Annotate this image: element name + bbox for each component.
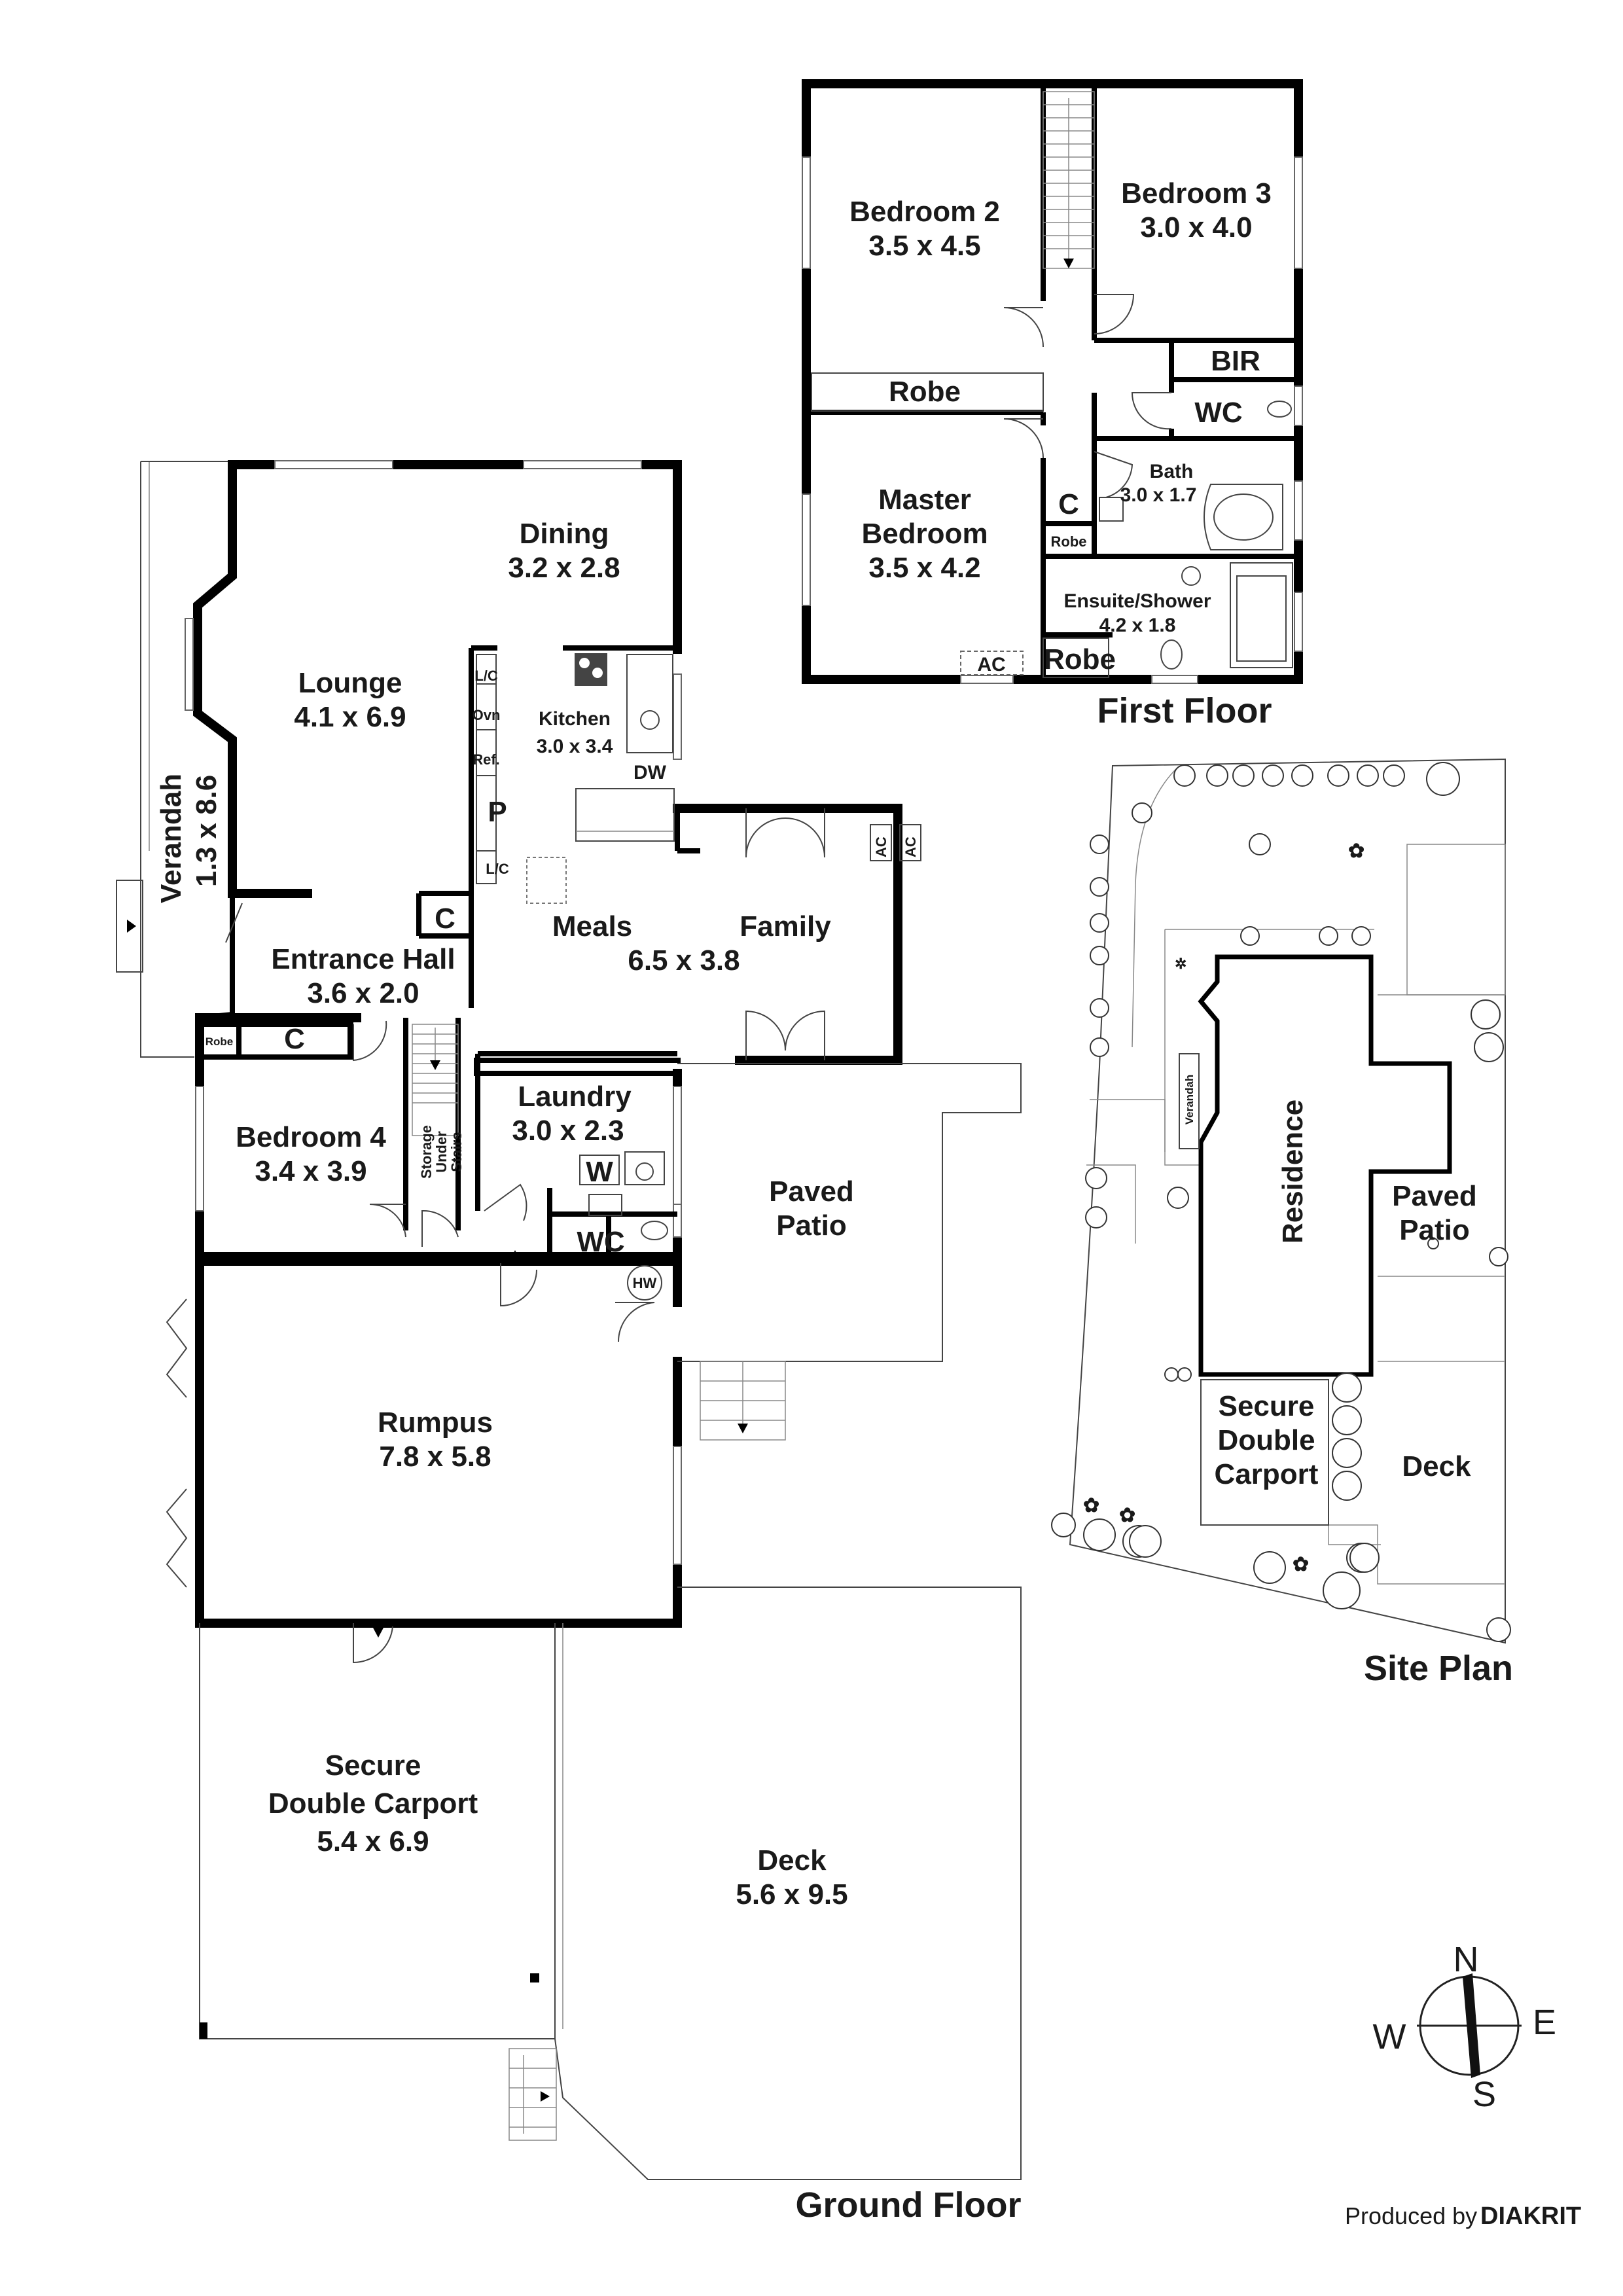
site-flower-icon: ✿	[1119, 1505, 1135, 1526]
credit-brand: DIAKRIT	[1480, 2202, 1581, 2230]
family-label: Family	[740, 910, 831, 942]
ground-floor-labels: Verandah 1.3 x 8.6 Lounge 4.1 x 6.9 Dini…	[155, 518, 1021, 2225]
site-paved-label-2: Patio	[1399, 1214, 1470, 1246]
bir-label: BIR	[1211, 345, 1260, 377]
ac-unit-2: AC	[902, 836, 919, 857]
ensuite-label: Ensuite/Shower	[1063, 590, 1211, 612]
meals-label: Meals	[552, 910, 632, 942]
site-plan: ✲ ✿ ✿ ✿ ✿ Residence Verandah Paved Patio…	[1051, 758, 1513, 1688]
first-floor-title: First Floor	[1097, 691, 1272, 730]
bath-label: Bath	[1150, 461, 1194, 482]
dishwasher-label: DW	[633, 762, 667, 783]
master-label-1: Master	[878, 484, 971, 516]
small-robe-label: Robe	[205, 1035, 234, 1048]
paved-patio-label-1: Paved	[769, 1175, 854, 1208]
linen-cupboard-1: L/C	[474, 668, 498, 684]
entrance-hall-label: Entrance Hall	[271, 943, 455, 975]
storage-label-3: Stairs	[448, 1132, 465, 1172]
master-label-2: Bedroom	[861, 518, 988, 550]
site-residence-label: Residence	[1277, 1100, 1309, 1244]
kitchen-label: Kitchen	[539, 708, 611, 730]
fridge-label: Ref.	[473, 751, 500, 768]
site-carport-label-3: Carport	[1215, 1458, 1319, 1490]
dining-label: Dining	[520, 518, 609, 550]
site-carport-label-1: Secure	[1219, 1390, 1315, 1422]
deck-label: Deck	[757, 1844, 827, 1876]
bedroom2-dim: 3.5 x 4.5	[868, 230, 980, 262]
storage-label-2: Under	[433, 1131, 450, 1173]
first-floor-plan	[802, 79, 1303, 684]
robe2-label: Robe	[1044, 643, 1116, 675]
upstairs-wc-label: WC	[1194, 397, 1242, 429]
compass-north: N	[1454, 1940, 1479, 1979]
bedroom3-label: Bedroom 3	[1121, 177, 1272, 209]
kitchen-dim: 3.0 x 3.4	[537, 736, 613, 757]
carport-label-1: Secure	[325, 1749, 421, 1782]
bedroom3-dim: 3.0 x 4.0	[1140, 211, 1252, 243]
ground-floor-plan	[116, 460, 1022, 2180]
pantry-label: P	[488, 796, 507, 828]
lounge-label: Lounge	[298, 667, 402, 699]
compass-east: E	[1533, 2003, 1556, 2042]
hall-cupboard-label: C	[435, 903, 455, 935]
wc-label: WC	[577, 1226, 624, 1258]
robe-small-label: Robe	[1051, 533, 1087, 550]
site-flower-icon: ✿	[1083, 1495, 1099, 1516]
hot-water-label: HW	[633, 1275, 657, 1291]
robe-label: Robe	[889, 376, 961, 408]
site-flower-icon: ✿	[1348, 840, 1364, 862]
credit: Produced by DIAKRIT	[1345, 2202, 1581, 2230]
rumpus-dim: 7.8 x 5.8	[379, 1441, 491, 1473]
site-verandah-label: Verandah	[1183, 1075, 1196, 1125]
linen-cupboard-2: L/C	[486, 861, 509, 877]
ac-unit-1: AC	[873, 836, 889, 857]
bedroom4-label: Bedroom 4	[236, 1121, 386, 1153]
compass-south: S	[1472, 2075, 1496, 2114]
laundry-dim: 3.0 x 2.3	[512, 1115, 624, 1147]
deck-dim: 5.6 x 9.5	[736, 1878, 847, 1910]
entrance-hall-dim: 3.6 x 2.0	[307, 977, 419, 1009]
compass-rose: N E S W	[1373, 1940, 1557, 2114]
site-deck-label: Deck	[1402, 1450, 1471, 1482]
ensuite-dim: 4.2 x 1.8	[1099, 615, 1176, 636]
site-plant-icon: ✲	[1175, 956, 1186, 972]
lounge-dim: 4.1 x 6.9	[294, 701, 406, 733]
bedroom2-label: Bedroom 2	[849, 196, 1000, 228]
compass-west: W	[1373, 2017, 1406, 2056]
storage-label-1: Storage	[418, 1125, 435, 1179]
site-plan-title: Site Plan	[1364, 1649, 1513, 1688]
site-paved-label-1: Paved	[1392, 1180, 1477, 1212]
ground-floor-title: Ground Floor	[796, 2185, 1022, 2225]
first-floor-labels: Bedroom 2 3.5 x 4.5 Bedroom 3 3.0 x 4.0 …	[849, 177, 1272, 730]
meals-family-dim: 6.5 x 3.8	[628, 944, 740, 977]
master-dim: 3.5 x 4.2	[868, 552, 980, 584]
ac-label: AC	[977, 654, 1005, 675]
verandah-label: Verandah	[155, 774, 187, 903]
dining-dim: 3.2 x 2.8	[508, 552, 620, 584]
paved-patio-label-2: Patio	[776, 1210, 847, 1242]
oven-label: Ovn	[473, 707, 501, 723]
cupboard-label: C	[1058, 488, 1079, 520]
rumpus-label: Rumpus	[378, 1407, 493, 1439]
carport-dim: 5.4 x 6.9	[317, 1825, 429, 1857]
bath-dim: 3.0 x 1.7	[1120, 484, 1197, 506]
laundry-label: Laundry	[518, 1081, 632, 1113]
bedroom4-dim: 3.4 x 3.9	[255, 1155, 366, 1187]
bed4-cupboard-label: C	[284, 1023, 305, 1055]
site-flower-icon: ✿	[1293, 1554, 1309, 1575]
site-carport-label-2: Double	[1217, 1424, 1315, 1456]
carport-label-2: Double Carport	[268, 1787, 478, 1820]
verandah-dim: 1.3 x 8.6	[190, 775, 223, 887]
credit-prefix: Produced by	[1345, 2202, 1477, 2229]
washer-label: W	[586, 1156, 613, 1188]
